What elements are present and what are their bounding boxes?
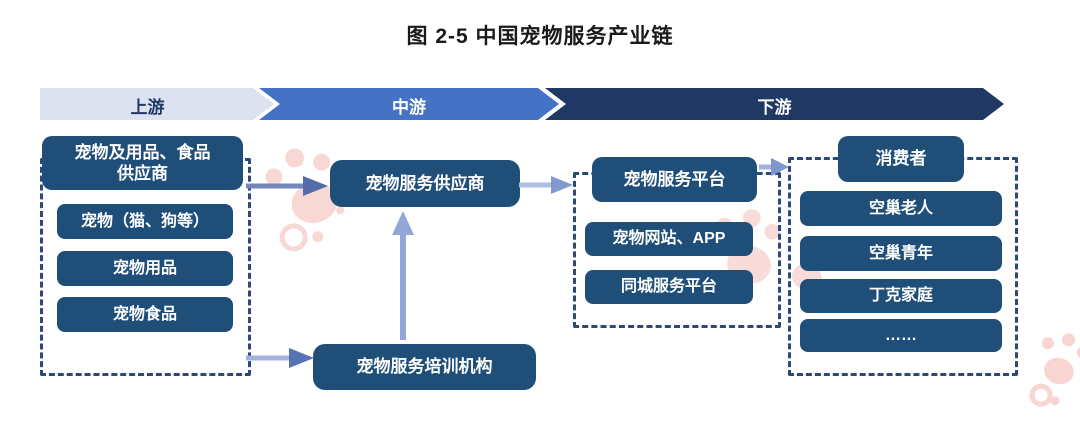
platform-header-box: 宠物服务平台 [592,157,757,202]
banner-label-downstream: 下游 [757,97,792,117]
arrow-upstream-to-training [246,348,314,368]
consumer-item-ellipsis: …… [800,319,1002,352]
upstream-item-food: 宠物食品 [57,297,233,332]
consumer-item-empty-nest-youth: 空巢青年 [800,236,1002,271]
figure-title: 图 2-5 中国宠物服务产业链 [406,25,674,48]
upstream-item-supplies: 宠物用品 [57,251,233,286]
upstream-item-pets: 宠物（猫、狗等） [57,204,233,239]
training-institution-box: 宠物服务培训机构 [313,344,536,390]
banner-label-midstream: 中游 [392,97,426,117]
upstream-header-line2: 供应商 [117,164,168,183]
consumer-item-empty-nest-elderly: 空巢老人 [800,191,1002,226]
arrow-training-to-supplier [392,211,414,340]
consumers-header-box: 消费者 [838,136,964,182]
platform-item-website-app: 宠物网站、APP [585,222,753,256]
service-supplier-box: 宠物服务供应商 [330,160,520,207]
consumer-item-dink-family: 丁克家庭 [800,279,1002,313]
watermark-paw [1016,325,1080,429]
upstream-header-line1: 宠物及用品、食品 [74,142,211,162]
platform-item-local-service: 同城服务平台 [585,270,753,304]
banner-label-upstream: 上游 [130,97,165,117]
upstream-header-box: 宠物及用品、食品 供应商 [42,136,243,190]
arrow-supplier-to-platform [519,176,573,194]
